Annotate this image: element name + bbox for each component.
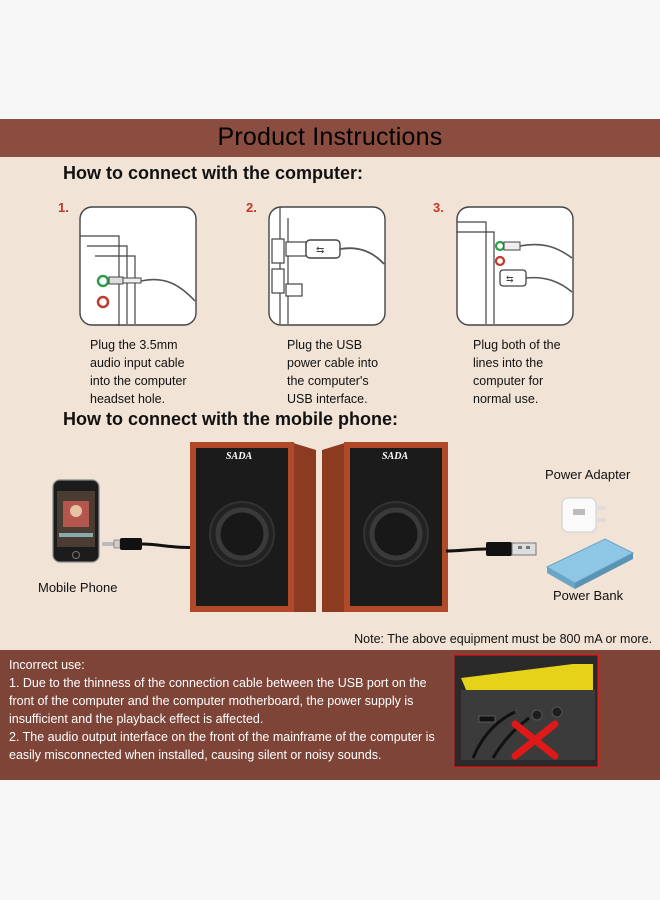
- usb-cable: [446, 542, 537, 556]
- svg-text:⇆: ⇆: [506, 274, 514, 284]
- incorrect-use-photo: [453, 654, 599, 768]
- step-1-line-2: audio input cable: [90, 356, 185, 370]
- mobile-phone-icon: [52, 479, 100, 563]
- power-bank-icon: [545, 538, 635, 589]
- step-2-number: 2.: [246, 200, 257, 215]
- left-speaker: [190, 442, 316, 612]
- incorrect-use-item-1: 1. Due to the thinness of the connection…: [9, 676, 427, 726]
- computer-section-heading: How to connect with the computer:: [63, 163, 363, 183]
- step-2-illustration: ⇆: [268, 206, 386, 326]
- step-1-illustration: [79, 206, 197, 326]
- svg-text:⇆: ⇆: [316, 245, 324, 256]
- audio-cable: [102, 538, 200, 550]
- product-instructions-sheet: Product Instructions How to connect with…: [0, 119, 660, 780]
- step-3-illustration: ⇆: [456, 206, 574, 326]
- title-band: Product Instructions: [0, 119, 660, 157]
- page-title: Product Instructions: [217, 123, 443, 151]
- step-3-line-4: normal use.: [473, 392, 539, 406]
- right-speaker: [322, 442, 448, 612]
- step-2-line-2: power cable into: [287, 356, 379, 370]
- power-bank-label: Power Bank: [553, 588, 624, 603]
- step-2-line-1: Plug the USB: [287, 338, 363, 352]
- step-1-number: 1.: [58, 200, 69, 215]
- incorrect-use-text: Incorrect use: 1. Due to the thinness of…: [9, 656, 444, 764]
- power-adapter-label: Power Adapter: [545, 467, 631, 482]
- step-3-line-2: lines into the: [473, 356, 544, 370]
- step-2-line-3: the computer's: [287, 374, 369, 388]
- step-1-line-3: into the computer: [90, 374, 187, 388]
- power-adapter-icon: [561, 497, 606, 533]
- incorrect-use-item-2: 2. The audio output interface on the fro…: [9, 730, 435, 762]
- step-1-line-4: headset hole.: [90, 392, 166, 406]
- right-speaker-brand: SADA: [382, 451, 409, 462]
- equipment-note: Note: The above equipment must be 800 mA…: [354, 632, 652, 646]
- step-2-line-4: USB interface.: [287, 392, 368, 406]
- mobile-section-heading: How to connect with the mobile phone:: [63, 409, 398, 429]
- step-1-line-1: Plug the 3.5mm: [90, 338, 178, 352]
- incorrect-use-title: Incorrect use:: [9, 658, 85, 672]
- step-1-text: Plug the 3.5mm audio input cable into th…: [90, 336, 210, 408]
- step-3-number: 3.: [433, 200, 444, 215]
- step-3-line-1: Plug both of the: [473, 338, 561, 352]
- left-speaker-brand: SADA: [226, 451, 253, 462]
- step-3-line-3: computer for: [473, 374, 544, 388]
- step-2-text: Plug the USB power cable into the comput…: [287, 336, 407, 408]
- mobile-phone-label: Mobile Phone: [38, 580, 118, 595]
- step-3-text: Plug both of the lines into the computer…: [473, 336, 593, 408]
